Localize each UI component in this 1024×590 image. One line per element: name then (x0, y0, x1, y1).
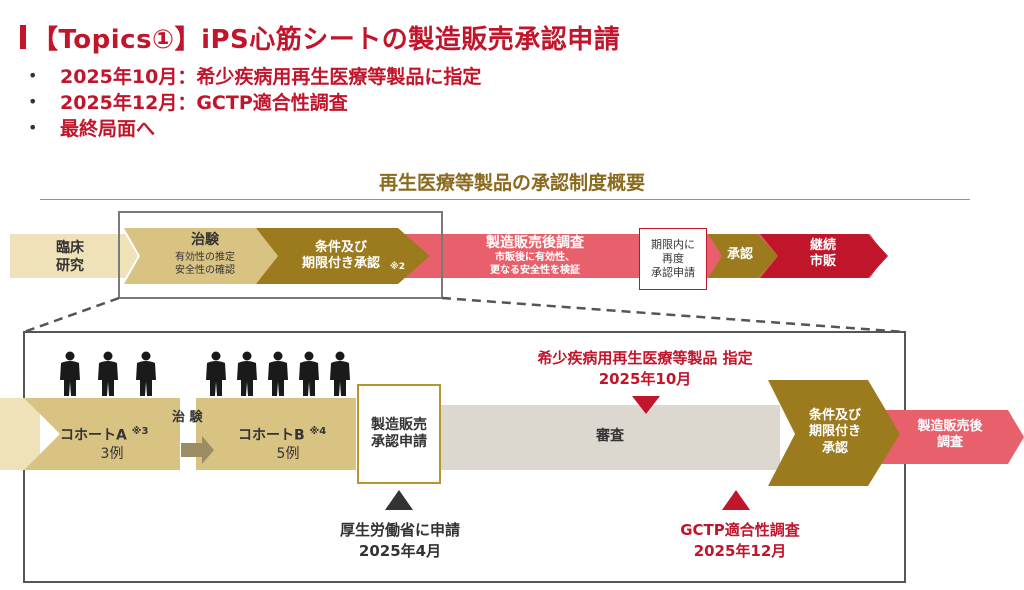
continue-sale-label: 継続 市販 (809, 238, 836, 270)
gctp-date: 2025年12月 (693, 542, 787, 560)
application-box: 製造販売 承認申請 (357, 384, 441, 484)
mhlw-date: 2025年4月 (358, 542, 442, 560)
clinical-research-label: 臨床 研究 (56, 240, 84, 274)
post-market-label: 製造販売後調査 (486, 235, 584, 251)
cohort-a-name: コホートA (60, 427, 127, 444)
rare-disease-text: 希少疾病用再生医療等製品 指定 (537, 349, 753, 367)
zoom-line-right (441, 296, 906, 334)
patient-icon (206, 351, 226, 396)
bullet-dot-icon: • (28, 91, 38, 111)
cohort-a-label: コホートA ※3 (60, 426, 148, 445)
bullet-item: • 最終局面へ (28, 114, 481, 140)
flow-trial (124, 228, 288, 284)
bullet-text: 2025年10月：希少疾病用再生医療等製品に指定 (60, 65, 482, 88)
cohort-b-count: 5例 (276, 446, 300, 462)
application-marker-icon (385, 490, 413, 510)
approval-label: 承認 (726, 247, 753, 262)
cohort-b-label: コホートB ※4 (238, 426, 326, 445)
rare-disease-marker-icon (632, 396, 660, 414)
patient-icon (60, 351, 80, 396)
detail-cohort-a (24, 398, 180, 470)
post-market-sub-label: 市販後に有効性、 更なる安全性を検証 (490, 252, 580, 276)
title-text: 【Topics①】iPS心筋シートの製造販売承認申請 (32, 24, 621, 55)
patient-icon (268, 351, 288, 396)
gctp-caption: GCTP適合性調査 2025年12月 (650, 520, 830, 562)
patient-icon (136, 351, 156, 396)
zoom-line-left (23, 296, 120, 334)
conditional-note: ※2 (390, 262, 406, 272)
title-accent-bar (20, 25, 26, 49)
flow-clinical-research (10, 234, 138, 278)
trial-sub-label: 有効性の推定 安全性の確認 (175, 252, 235, 276)
page-title: 【Topics①】iPS心筋シートの製造販売承認申請 (20, 14, 620, 60)
trial-arrow-icon (181, 436, 214, 464)
flow-continue-sale (760, 234, 888, 278)
bullet-item: • 2025年12月：GCTP適合性調査 (28, 88, 481, 114)
focus-frame (118, 211, 443, 299)
detail-pale-band (0, 398, 40, 470)
conditional-approval-label: 条件及び 期限付き承認 (301, 240, 380, 272)
review-label: 審査 (596, 428, 624, 444)
cohort-b-name: コホートB (238, 427, 305, 444)
patient-icon (299, 351, 319, 396)
detail-post-market-label: 製造販売後 調査 (917, 419, 983, 451)
patient-icon (98, 351, 118, 396)
detail-trial-label: 治 験 (172, 410, 203, 425)
overview-title: 再生医療等製品の承認制度概要 (378, 172, 645, 194)
application-label: 製造販売 承認申請 (371, 416, 427, 451)
patient-icon (330, 351, 350, 396)
cohort-a-note: ※3 (131, 426, 149, 437)
flow-approval (708, 234, 778, 278)
flow-conditional-approval (256, 228, 430, 284)
bullet-dot-icon: • (28, 117, 38, 137)
cohort-b-note: ※4 (309, 426, 327, 437)
bullet-list: • 2025年10月：希少疾病用再生医療等製品に指定 • 2025年12月：GCTP… (28, 62, 481, 140)
reapply-label: 期限内に 再度 承認申請 (651, 238, 695, 279)
detail-conditional-label: 条件及び 期限付き 承認 (808, 408, 861, 456)
gctp-text: GCTP適合性調査 (680, 521, 800, 539)
detail-cohort-b (196, 398, 356, 470)
detail-grey-band (440, 405, 780, 470)
bullet-text: 最終局面へ (60, 117, 156, 140)
rare-disease-date: 2025年10月 (598, 370, 692, 388)
overview-rule (40, 199, 970, 200)
gctp-marker-icon (722, 490, 750, 510)
reapply-box: 期限内に 再度 承認申請 (639, 228, 707, 290)
bullet-text: 2025年12月：GCTP適合性調査 (60, 91, 348, 114)
bullet-item: • 2025年10月：希少疾病用再生医療等製品に指定 (28, 62, 481, 88)
bullet-dot-icon: • (28, 65, 38, 85)
detail-conditional (768, 380, 900, 486)
trial-label: 治験 (191, 232, 219, 248)
cohort-a-count: 3例 (100, 446, 124, 462)
mhlw-caption: 厚生労働省に申請 2025年4月 (310, 520, 490, 562)
detail-post-market (872, 410, 1024, 464)
rare-disease-caption: 希少疾病用再生医療等製品 指定 2025年10月 (490, 348, 800, 390)
mhlw-text: 厚生労働省に申請 (339, 521, 460, 539)
patient-icon (237, 351, 257, 396)
